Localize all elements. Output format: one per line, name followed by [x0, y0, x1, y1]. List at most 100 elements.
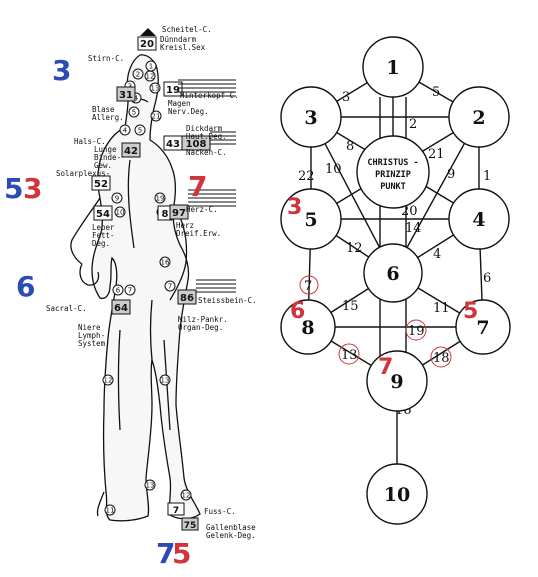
label-dickdarm: Dickdarm	[186, 124, 223, 133]
label-gew: Gew.	[94, 161, 112, 170]
svg-text:8: 8	[346, 139, 354, 154]
svg-text:4: 4	[472, 209, 485, 231]
label-system: System	[78, 339, 106, 348]
figure-point: 12	[102, 374, 114, 386]
svg-text:7: 7	[304, 279, 312, 294]
hw-red-3: 3	[23, 172, 42, 205]
figure-point: 13	[159, 374, 171, 386]
figure-points: 1 2 3 12 13 4 5 21 4 5 9 10 19 18 6 7 16…	[102, 60, 192, 516]
figure-handwritten: 3 5 3 7 6 7 5	[4, 54, 207, 570]
tree-of-life: CHRISTUS - PRINZIP PUNKT 3 5 2 8 22 10 2…	[280, 36, 511, 525]
svg-text:2: 2	[472, 107, 485, 129]
label-gallenblase: Gallenblase	[206, 523, 256, 532]
tree-circled-paths	[299, 275, 452, 368]
svg-text:108: 108	[186, 139, 207, 150]
figure-point: 4	[119, 124, 131, 136]
sephira-4: 4	[448, 188, 510, 250]
label-dreif-erw: Dreif.Erw.	[176, 229, 221, 238]
figure-point: 9	[111, 192, 123, 204]
svg-text:9: 9	[390, 371, 403, 393]
figure-point: 21	[150, 110, 162, 122]
label-deg: Deg.	[92, 239, 110, 248]
svg-text:19: 19	[408, 324, 425, 339]
svg-text:11: 11	[106, 507, 115, 515]
hw-tree-5: 5	[463, 299, 478, 324]
svg-text:54: 54	[96, 209, 110, 220]
svg-text:2: 2	[409, 117, 417, 132]
tree-handwritten: 3 6 5 7	[287, 195, 478, 380]
stave-lines	[178, 79, 236, 293]
label-duenndarm: Dünndarm	[160, 35, 197, 44]
sephira-7: 7	[455, 299, 511, 355]
svg-text:13: 13	[161, 377, 170, 385]
svg-text:20: 20	[401, 204, 418, 219]
label-nacken: Nacken-C.	[186, 148, 227, 157]
figure-point: 12	[144, 70, 156, 82]
svg-text:PUNKT: PUNKT	[380, 182, 406, 192]
svg-text:CHRISTUS -: CHRISTUS -	[367, 158, 418, 168]
figure-point: 1	[145, 60, 157, 72]
human-figure	[70, 54, 201, 522]
label-nerv-deg: Nerv.Deg.	[168, 107, 209, 116]
hw-red-7: 7	[188, 170, 207, 203]
figure-point: 13	[149, 82, 161, 94]
sephira-3: 3	[280, 86, 342, 148]
label-lymph: Lymph-	[78, 331, 105, 340]
svg-text:12: 12	[182, 492, 191, 500]
label-herz: Herz	[176, 221, 194, 230]
svg-text:13: 13	[341, 348, 358, 363]
svg-text:12: 12	[146, 73, 155, 81]
figure-point: 5	[134, 124, 146, 136]
label-lunge: Lunge	[94, 145, 117, 154]
figure-point: 7	[164, 280, 176, 292]
label-allerg: Allerg.	[92, 113, 124, 122]
svg-text:4: 4	[123, 127, 128, 135]
sephira-9: 9	[366, 350, 428, 412]
svg-text:8: 8	[162, 209, 169, 220]
svg-text:5: 5	[304, 209, 317, 231]
svg-text:11: 11	[433, 301, 450, 316]
svg-text:5: 5	[432, 85, 440, 100]
svg-text:10: 10	[116, 209, 125, 217]
svg-text:3: 3	[304, 107, 317, 129]
svg-text:9: 9	[447, 167, 455, 182]
svg-text:21: 21	[152, 113, 161, 121]
svg-text:1: 1	[149, 63, 153, 71]
hw-blue-6: 6	[16, 270, 35, 303]
label-haut-deg: Haut.Deg.	[186, 132, 227, 141]
tree-path-numbers: 3 5 2 8 22 10 21 9 1 20 14 12 4 6 15 11 …	[298, 85, 491, 418]
svg-text:75: 75	[184, 521, 197, 531]
crown-arrow-icon	[140, 28, 156, 36]
tree-circled-numbers: 7 19 13 18	[304, 279, 450, 366]
label-blase: Blase	[92, 105, 115, 114]
label-fett: Fett-	[92, 231, 115, 240]
svg-text:19: 19	[156, 195, 165, 203]
hw-tree-3: 3	[287, 195, 302, 220]
sephira-2: 2	[448, 86, 510, 148]
label-hinterkopf: Hinterkopf-C.	[180, 91, 239, 100]
hw-tree-7: 7	[378, 355, 393, 380]
hw-red-5: 5	[172, 537, 191, 570]
figure-point: 2	[132, 68, 144, 80]
figure-point: 6	[112, 284, 124, 296]
figure-point: 11	[104, 504, 116, 516]
svg-text:1: 1	[483, 169, 491, 184]
svg-text:1: 1	[386, 57, 399, 79]
svg-text:22: 22	[298, 169, 315, 184]
hw-blue-5: 5	[4, 172, 23, 205]
svg-text:13: 13	[146, 482, 155, 490]
label-stirn: Stirn-C.	[88, 54, 124, 63]
svg-text:43: 43	[166, 139, 180, 150]
svg-text:18: 18	[433, 351, 450, 366]
label-organ-deg: Organ-Deg.	[178, 323, 223, 332]
label-fuss: Fuss-C.	[204, 507, 236, 516]
svg-text:19: 19	[166, 85, 180, 96]
figure-point: 16	[159, 256, 171, 268]
figure-point: 12	[180, 489, 192, 501]
svg-text:2: 2	[136, 71, 140, 79]
figure-point: 13	[144, 479, 156, 491]
tree-nodes: 1 3 2 5 4 6 8 7 9 10	[280, 36, 511, 525]
hw-blue-3: 3	[52, 54, 71, 87]
svg-text:21: 21	[428, 147, 445, 162]
svg-text:10: 10	[325, 162, 342, 177]
